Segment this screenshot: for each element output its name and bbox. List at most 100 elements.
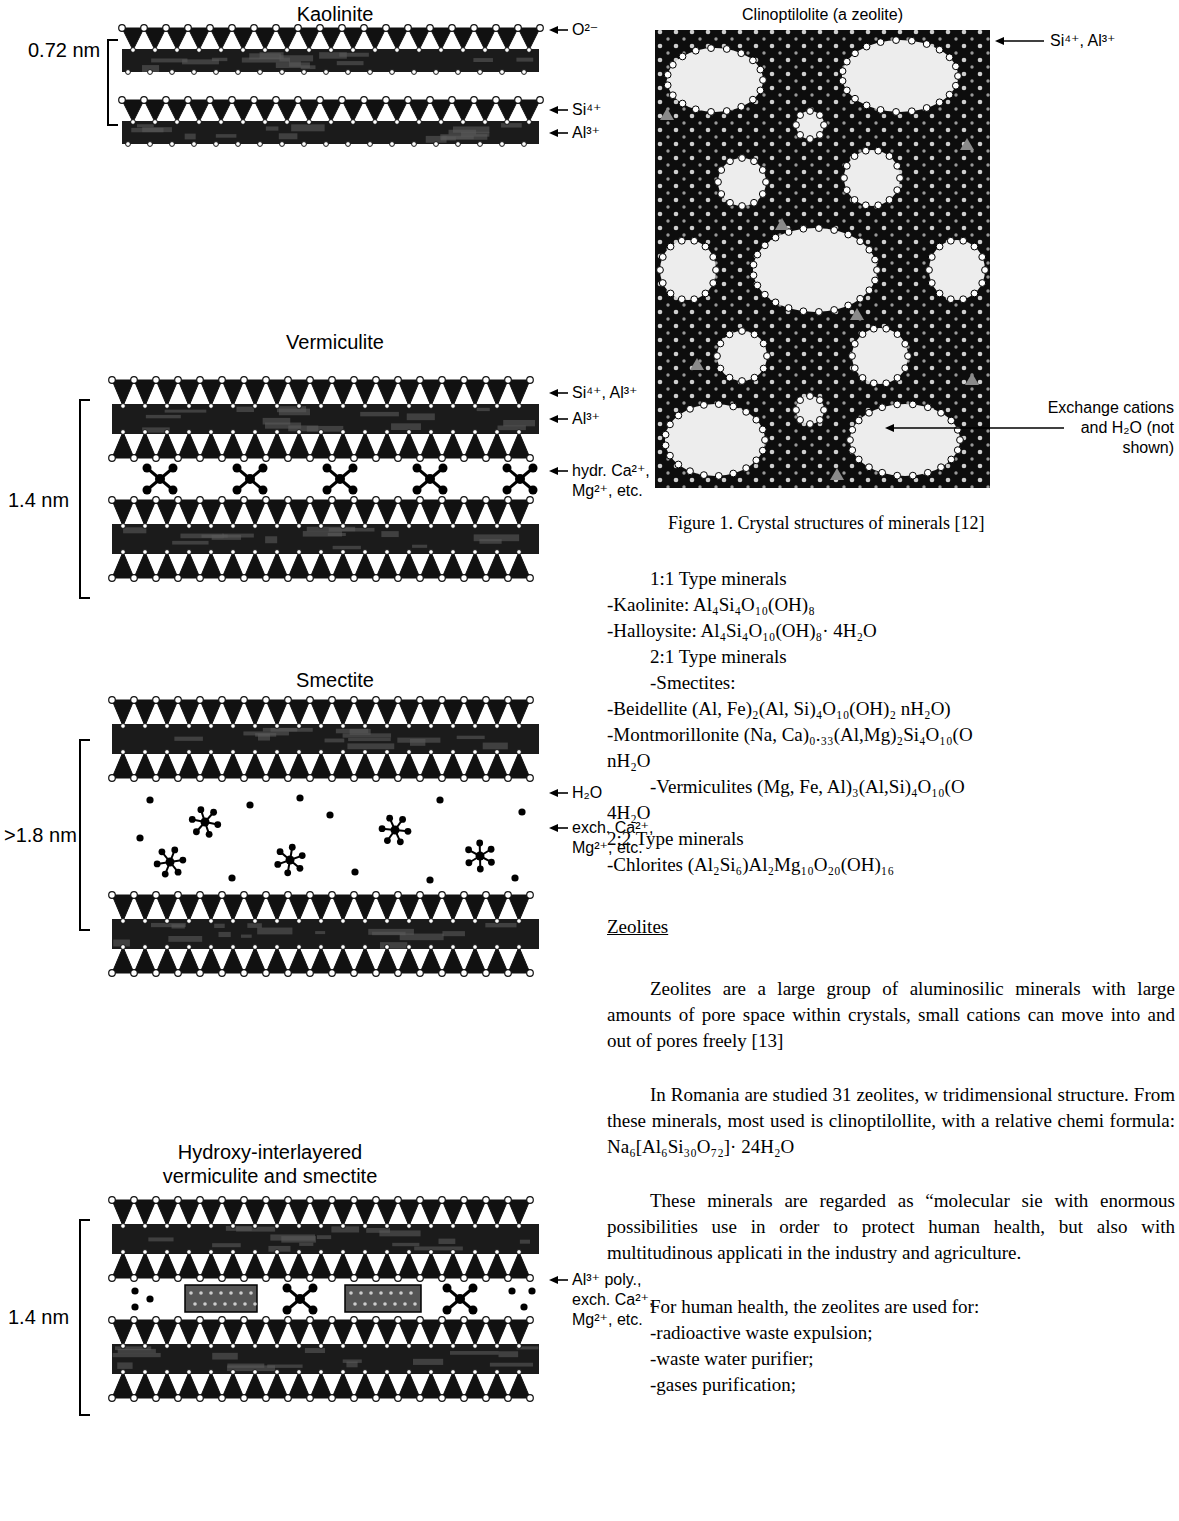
tetrahedron <box>244 700 266 726</box>
oxygen-atom <box>395 497 402 504</box>
oxygen-atom <box>439 1275 446 1282</box>
oxygen-atom <box>341 404 346 409</box>
tetrahedron <box>474 28 496 50</box>
oxygen-atom <box>197 120 202 125</box>
oxygen-atom <box>493 97 500 104</box>
oxygen-atom <box>329 970 336 977</box>
pore-oxygen <box>807 421 814 428</box>
pore-oxygen <box>807 136 814 143</box>
al-polymer <box>185 1285 257 1312</box>
oxygen-atom <box>165 1224 170 1229</box>
oxygen-atom <box>407 1224 412 1229</box>
tetrahedron <box>376 1372 398 1398</box>
oxygen-atom <box>473 1224 478 1229</box>
oxygen-atom <box>429 919 434 924</box>
tetrahedron <box>420 500 442 526</box>
oxygen-atom <box>229 97 236 104</box>
pore-oxygen <box>905 353 912 360</box>
oxygen-atom <box>187 945 192 950</box>
pore-oxygen <box>751 374 758 381</box>
oxygen-atom <box>165 550 170 555</box>
hydroxyl <box>434 70 439 75</box>
oxygen-atom <box>385 404 390 409</box>
oxygen-atom <box>351 497 358 504</box>
oxygen-atom <box>209 524 214 529</box>
tetrahedron <box>442 1372 464 1398</box>
hydrated-cation <box>413 464 448 495</box>
oxygen-atom <box>307 497 314 504</box>
tetrahedron <box>376 432 398 458</box>
pore-oxygen <box>936 99 943 106</box>
oxygen-atom <box>319 1224 324 1229</box>
oxygen-atom <box>341 1224 346 1229</box>
octahedral-sheet <box>112 1224 539 1254</box>
oxygen-atom <box>439 575 446 582</box>
sheet-texture <box>241 935 252 938</box>
oxygen-atom <box>153 377 160 384</box>
oxygen-atom <box>483 575 490 582</box>
pore-oxygen <box>718 167 725 174</box>
sheet-texture <box>212 58 227 61</box>
pore-oxygen <box>797 397 804 404</box>
tetrahedron <box>188 100 210 122</box>
tetrahedron <box>376 1252 398 1278</box>
sheet-texture <box>503 420 535 426</box>
oxygen-atom <box>383 97 390 104</box>
body-text-column: 1:1 Type minerals-Kaolinite: Al₄Si₄O₁₀(O… <box>607 566 1175 1398</box>
oxygen-atom <box>517 919 522 924</box>
sheet-texture <box>414 1246 463 1250</box>
oxygen-atom <box>275 404 280 409</box>
oxygen-atom <box>517 1370 522 1375</box>
polymer-texture <box>373 1302 377 1306</box>
oxygen-atom <box>197 1197 204 1204</box>
pore-oxygen <box>726 374 733 381</box>
oxygen-atom <box>407 430 412 435</box>
cation <box>286 856 295 865</box>
oxygen-atom <box>429 724 434 729</box>
water-molecule <box>296 794 303 801</box>
oxygen-atom <box>317 97 324 104</box>
oxygen-atom <box>451 1370 456 1375</box>
oxygen-atom <box>429 1250 434 1255</box>
oxygen-atom <box>417 120 422 125</box>
oxygen-atom <box>197 970 204 977</box>
oxygen-atom <box>495 430 500 435</box>
sheet-texture <box>299 1243 313 1246</box>
tetrahedron <box>508 1200 530 1226</box>
water-molecule <box>323 486 332 495</box>
oxygen-atom <box>285 1197 292 1204</box>
pore-oxygen <box>691 237 698 244</box>
pore-oxygen <box>902 340 909 347</box>
pore-oxygen <box>843 162 850 169</box>
tetrahedron <box>244 947 266 973</box>
oxygen-atom <box>505 377 512 384</box>
oxygen-atom <box>253 1370 258 1375</box>
water-molecule <box>154 861 161 868</box>
tetrahedron <box>244 752 266 778</box>
tetrahedron <box>288 752 310 778</box>
polymer-texture <box>239 1291 243 1295</box>
oxygen-atom <box>329 1275 336 1282</box>
oxygen-atom <box>495 1344 500 1349</box>
tetrahedron <box>320 28 342 50</box>
water-molecule <box>143 464 152 473</box>
pore-oxygen <box>749 96 756 103</box>
sheet-texture <box>381 531 398 537</box>
octahedral-sheet <box>112 1344 539 1374</box>
oxygen-atom <box>209 945 214 950</box>
pore-oxygen <box>872 256 879 263</box>
water-molecule <box>299 852 306 859</box>
tetrahedron <box>464 380 486 406</box>
polymer-texture <box>359 1291 363 1295</box>
oxygen-atom <box>275 550 280 555</box>
oxygen-atom <box>219 48 224 53</box>
oxygen-atom <box>483 48 488 53</box>
oxygen-atom <box>527 48 532 53</box>
oxygen-atom <box>197 48 202 53</box>
tetrahedron <box>166 100 188 122</box>
oxygen-atom <box>461 775 468 782</box>
oxygen-atom <box>319 945 324 950</box>
oxygen-atom <box>119 25 126 32</box>
sheet-texture <box>247 923 262 928</box>
pore-oxygen <box>866 409 873 416</box>
